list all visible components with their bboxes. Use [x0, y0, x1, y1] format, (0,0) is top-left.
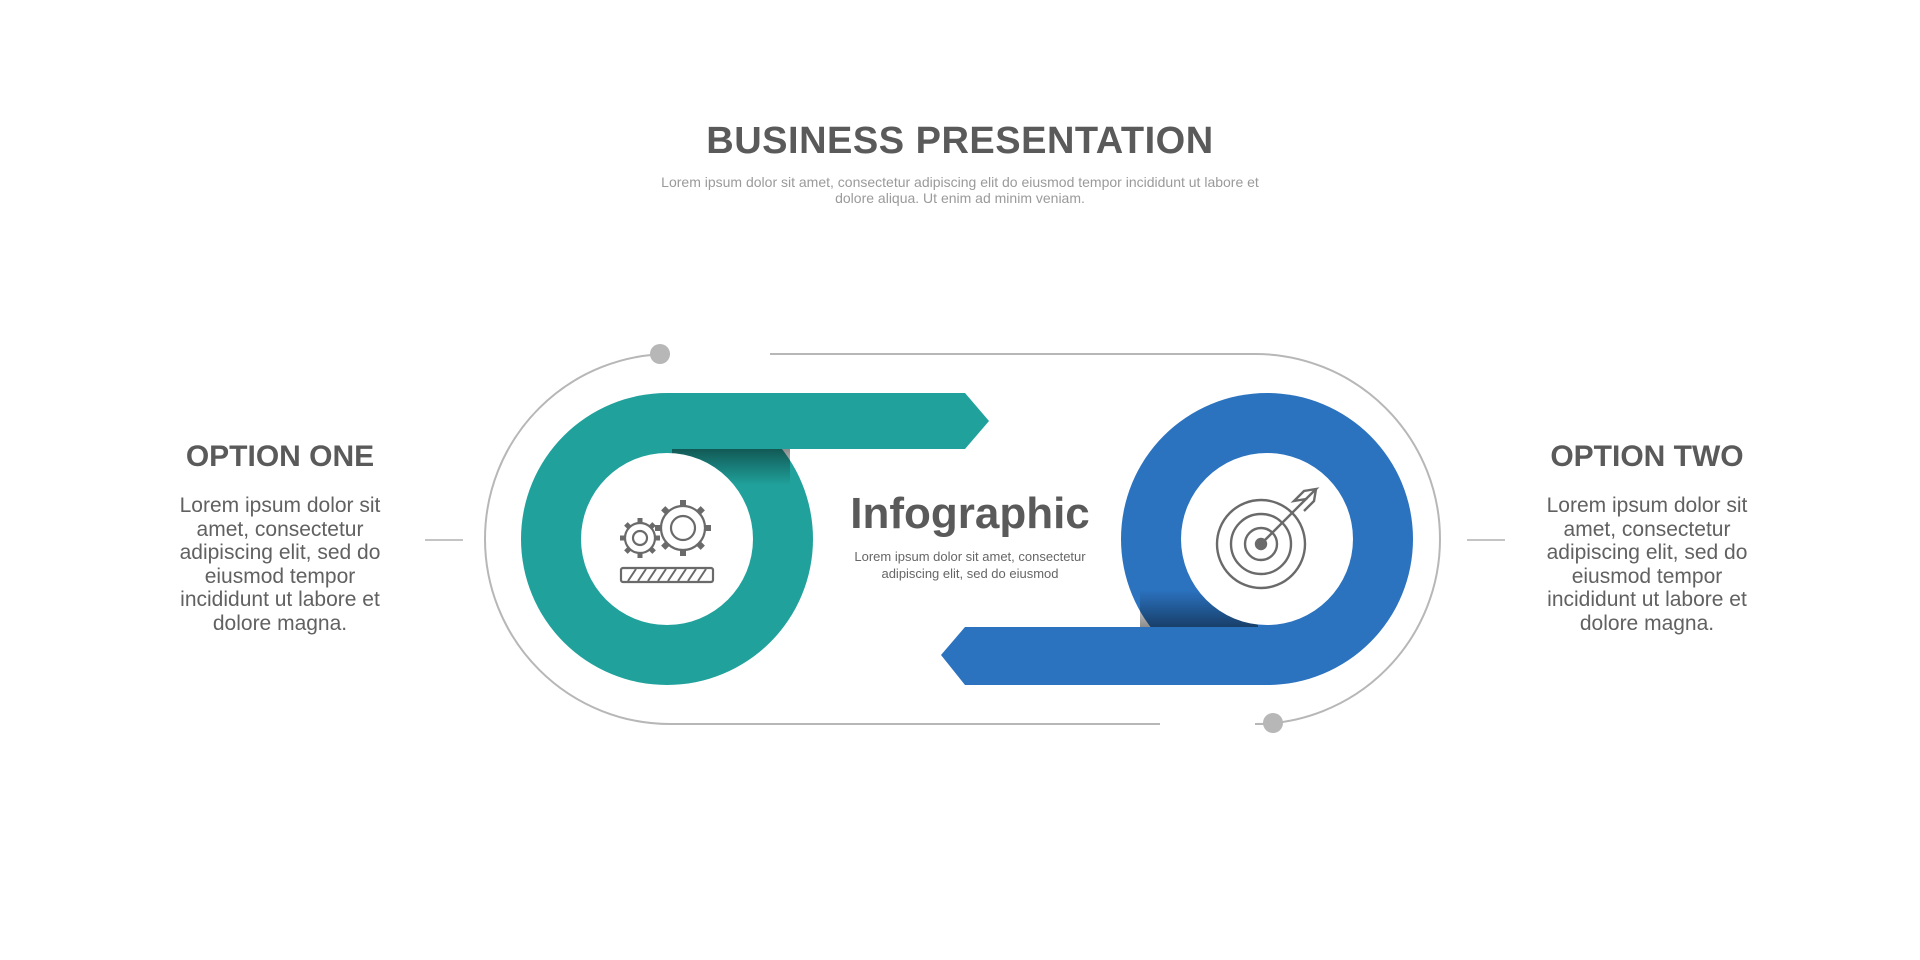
- option-one-text: Lorem ipsum dolor sit amet, consectetur …: [179, 494, 381, 635]
- gears-icon: [619, 500, 715, 584]
- page-subtitle: Lorem ipsum dolor sit amet, consectetur …: [661, 174, 1259, 206]
- outline-left-arc: [484, 353, 1160, 725]
- outline-right-arc: [770, 353, 1441, 725]
- outline-dot-top: [650, 344, 670, 364]
- page-title: BUSINESS PRESENTATION: [706, 120, 1214, 162]
- target-arrow-icon: [1215, 487, 1320, 590]
- option-two-text: Lorem ipsum dolor sit amet, consectetur …: [1546, 494, 1748, 635]
- option-one-ribbon: [521, 393, 989, 685]
- outline-track: [484, 353, 1441, 725]
- outline-dot-bottom: [1263, 713, 1283, 733]
- center-text: Lorem ipsum dolor sit amet, consectetur …: [854, 549, 1086, 581]
- option-one-title: OPTION ONE: [185, 440, 375, 473]
- option-two-ribbon: [941, 393, 1413, 685]
- option-two-title: OPTION TWO: [1550, 440, 1744, 473]
- center-title: Infographic: [850, 489, 1090, 538]
